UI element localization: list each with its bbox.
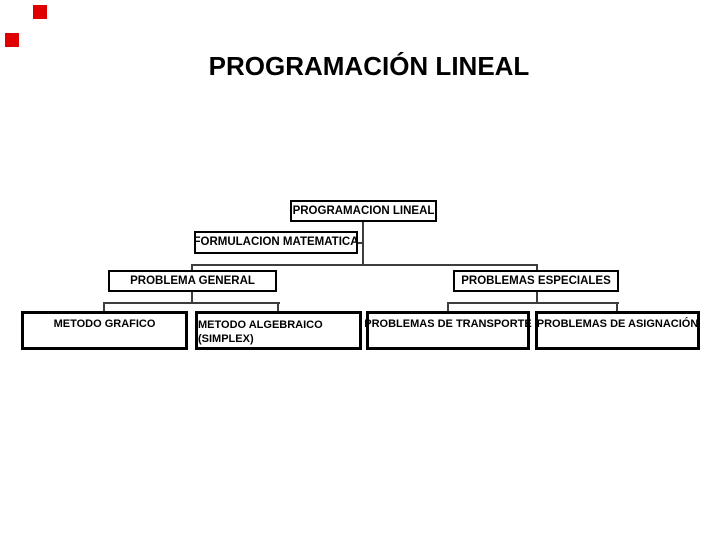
connector-branch-especiales-children <box>447 302 619 304</box>
node-label-line2: (SIMPLEX) <box>198 332 254 345</box>
node-label: PROBLEMAS ESPECIALES <box>461 274 611 287</box>
connector-formulacion-stub <box>356 242 362 244</box>
connector-problemas-especiales-down <box>536 291 538 303</box>
slide-title: PROGRAMACIÓN LINEAL <box>208 51 530 81</box>
connector-root-down <box>362 222 364 266</box>
node-label: PROBLEMAS DE TRANSPORTE <box>364 318 532 330</box>
node-problema-general: PROBLEMA GENERAL <box>108 270 277 292</box>
connector-problema-general-up <box>191 264 193 271</box>
decoration-red-square-top <box>33 5 47 19</box>
node-label-line1: METODO ALGEBRAICO <box>198 318 323 331</box>
connector-asignacion-up <box>616 303 618 312</box>
connector-problemas-especiales-up <box>536 264 538 271</box>
connector-metodo-grafico-up <box>103 303 105 312</box>
connector-branch-level3 <box>191 264 538 266</box>
node-label: FORMULACION MATEMATICA <box>193 236 359 249</box>
node-problemas-especiales: PROBLEMAS ESPECIALES <box>453 270 619 292</box>
node-metodo-algebraico-simplex: METODO ALGEBRAICO (SIMPLEX) <box>195 311 362 350</box>
connector-metodo-algebraico-up <box>277 303 279 312</box>
decoration-red-square-left <box>5 33 19 47</box>
node-label: PROGRAMACION LINEAL <box>292 204 435 217</box>
connector-transporte-up <box>447 303 449 312</box>
node-programacion-lineal: PROGRAMACION LINEAL <box>290 200 437 222</box>
node-label: METODO GRAFICO <box>53 318 156 330</box>
node-problemas-de-transporte: PROBLEMAS DE TRANSPORTE <box>364 311 532 350</box>
node-formulacion-matematica: FORMULACION MATEMATICA <box>193 231 359 254</box>
node-metodo-grafico: METODO GRAFICO <box>21 311 188 350</box>
connector-branch-general-children <box>103 302 280 304</box>
node-label: PROBLEMA GENERAL <box>130 274 255 287</box>
node-problemas-de-asignacion: PROBLEMAS DE ASIGNACIÓN <box>535 311 700 350</box>
connector-problema-general-down <box>191 291 193 303</box>
node-label: PROBLEMAS DE ASIGNACIÓN <box>536 318 699 330</box>
